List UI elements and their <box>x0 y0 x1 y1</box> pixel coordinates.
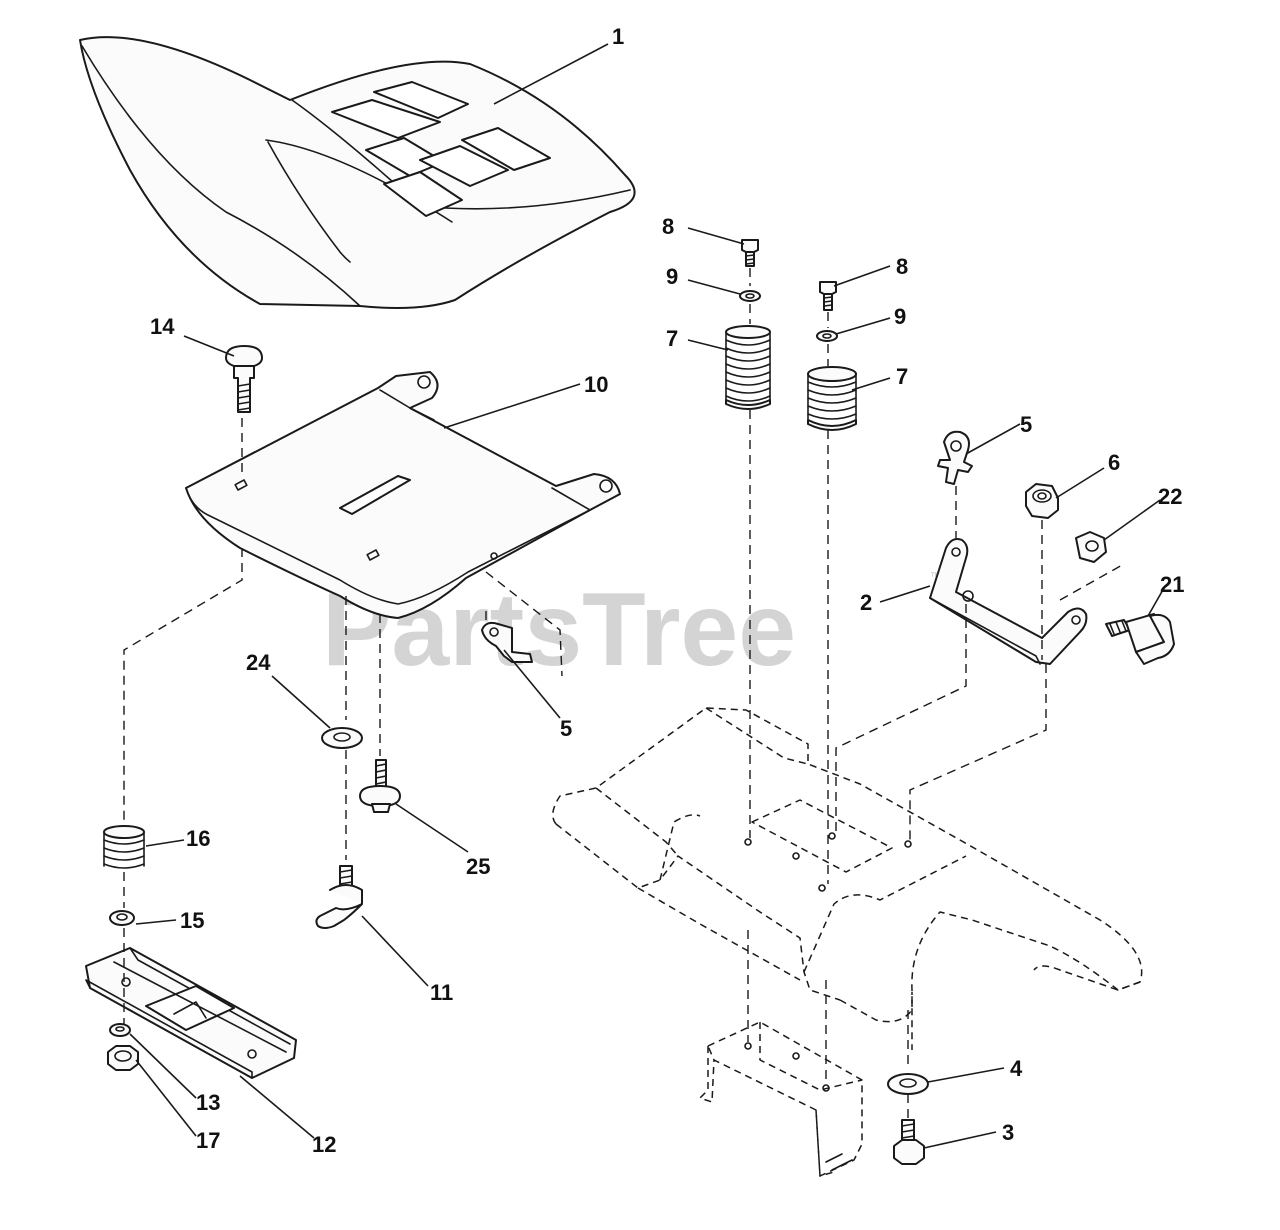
callout-6: 6 <box>1108 450 1120 475</box>
spring-left[interactable] <box>725 325 771 410</box>
seat-pan[interactable] <box>185 371 621 619</box>
callout-13: 13 <box>196 1090 220 1115</box>
callout-9-left: 9 <box>666 264 678 289</box>
callout-14: 14 <box>150 314 175 339</box>
callout-22: 22 <box>1158 484 1182 509</box>
callout-12: 12 <box>312 1132 336 1157</box>
bolt-right[interactable] <box>819 281 837 311</box>
bolt-25[interactable] <box>359 759 401 813</box>
bracket[interactable] <box>929 538 1088 665</box>
callout-7-left: 7 <box>666 326 678 351</box>
callout-10: 10 <box>584 372 608 397</box>
washer-right[interactable] <box>816 330 838 342</box>
callout-8-right: 8 <box>896 254 908 279</box>
callout-3: 3 <box>1002 1120 1014 1145</box>
spring-16[interactable] <box>103 825 145 869</box>
spring-right[interactable] <box>807 366 857 431</box>
callout-17: 17 <box>196 1128 220 1153</box>
knob-11[interactable] <box>315 865 363 929</box>
callout-1: 1 <box>612 24 624 49</box>
callout-4: 4 <box>1010 1056 1023 1081</box>
leader-lines <box>129 43 1165 1149</box>
washer-15[interactable] <box>109 910 135 926</box>
clip-upper[interactable] <box>937 430 973 485</box>
washer-left[interactable] <box>739 290 761 302</box>
washer-24[interactable] <box>321 727 363 749</box>
seat[interactable] <box>79 36 636 309</box>
shoulder-bolt[interactable] <box>1105 613 1175 665</box>
callout-15: 15 <box>180 908 204 933</box>
watermark-trademark: ™ <box>930 571 941 583</box>
callout-5-lower: 5 <box>560 716 572 741</box>
callout-9-right: 9 <box>894 304 906 329</box>
locknut[interactable] <box>1025 483 1059 519</box>
callout-21: 21 <box>1160 572 1184 597</box>
bolt-left[interactable] <box>741 239 759 267</box>
callout-7-right: 7 <box>896 364 908 389</box>
callout-11: 11 <box>430 980 453 1005</box>
alignment-axes <box>123 268 1125 1118</box>
nut-17[interactable] <box>107 1045 139 1071</box>
callout-5-upper: 5 <box>1020 412 1032 437</box>
callout-2: 2 <box>860 590 872 615</box>
clip-lower[interactable] <box>481 621 533 663</box>
callout-8-left: 8 <box>662 214 674 239</box>
tractor-frame-phantom <box>552 707 1143 1177</box>
washer-13[interactable] <box>109 1023 131 1037</box>
flat-washer[interactable] <box>887 1073 929 1095</box>
nut-22[interactable] <box>1075 531 1107 563</box>
callout-labels: 1 10 14 8 8 9 9 7 7 5 5 6 22 2 21 24 25 … <box>150 24 1184 1157</box>
callout-16: 16 <box>186 826 210 851</box>
callout-25: 25 <box>466 854 490 879</box>
carriage-bolt[interactable] <box>225 345 263 413</box>
callout-24: 24 <box>246 650 271 675</box>
hex-bolt[interactable] <box>893 1119 925 1165</box>
slide-rail[interactable] <box>85 947 297 1079</box>
